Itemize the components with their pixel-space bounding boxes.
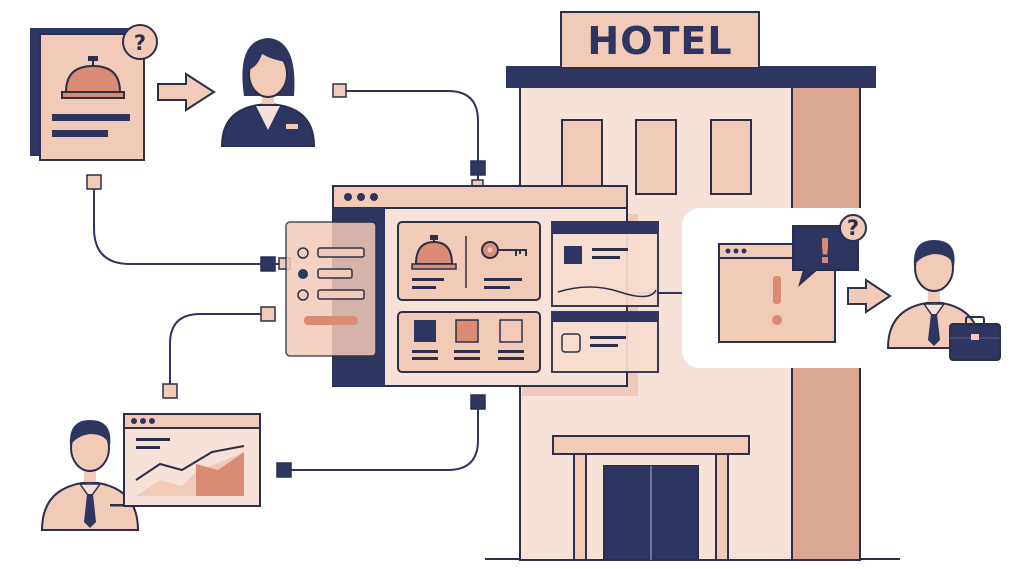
booking-detail-window — [551, 221, 659, 307]
manager-figure — [40, 420, 140, 531]
key-icon — [481, 241, 527, 259]
chart-icon — [135, 445, 245, 496]
hotel-sign-text: HOTEL — [587, 19, 732, 63]
warning-icon — [772, 276, 782, 325]
status-squares-tile — [397, 311, 541, 373]
service-bell-icon — [411, 235, 457, 270]
request-form-card: ? — [30, 24, 158, 161]
bell-key-tile — [397, 221, 541, 301]
briefcase-icon — [949, 316, 1001, 361]
hotel-windows — [561, 119, 752, 195]
receptionist-figure — [220, 38, 316, 147]
arrow-right-icon — [157, 72, 216, 112]
analytics-window — [123, 413, 261, 507]
question-icon: ? — [122, 24, 158, 60]
svg-text:!: ! — [817, 232, 833, 272]
hotel-entrance — [552, 435, 750, 561]
arrow-right-icon — [847, 278, 892, 314]
question-icon: ? — [839, 214, 867, 242]
hotel-sign: HOTEL — [560, 11, 760, 69]
alert-speech-bubble: ! ? — [792, 214, 867, 287]
guest-figure — [886, 240, 1001, 361]
svg-text:?: ? — [134, 31, 146, 55]
window-controls — [344, 193, 378, 201]
svg-text:?: ? — [847, 216, 859, 240]
connectors — [93, 90, 703, 471]
menu-overlay-panel — [285, 221, 377, 357]
message-window — [551, 311, 659, 373]
service-bell-icon — [61, 56, 125, 99]
